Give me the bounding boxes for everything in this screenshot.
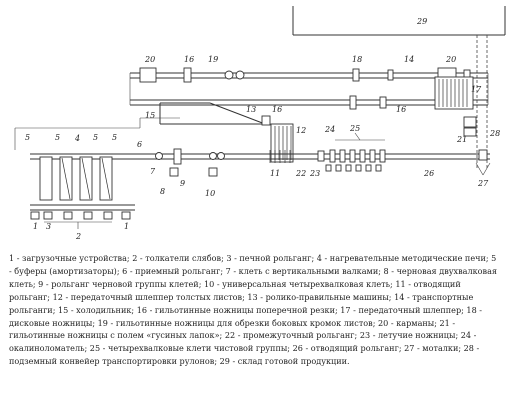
callout-10: 10 <box>205 189 215 198</box>
callout-1a: 1 <box>33 222 38 231</box>
callout-5b: 5 <box>55 133 60 142</box>
layout-outline <box>14 73 489 150</box>
callout-2: 2 <box>75 232 81 241</box>
callout-5c: 5 <box>93 133 98 142</box>
upper-transport-roller-table <box>130 67 488 83</box>
callout-20: 20 <box>144 55 155 64</box>
callout-21: 21 <box>456 135 467 144</box>
callout-3: 3 <box>46 222 51 231</box>
finishing-stands <box>317 132 386 172</box>
callout-28: 28 <box>489 129 500 138</box>
callout-8: 8 <box>160 187 165 196</box>
main-rolling-line <box>30 153 490 211</box>
callout-6: 6 <box>137 140 142 149</box>
callout-19: 19 <box>208 55 218 64</box>
callout-9: 9 <box>180 179 185 188</box>
rolling-mill-layout-diagram: 29 28 <box>14 6 506 241</box>
legend-text: 1 - загрузочные устройства; 2 - толкател… <box>9 253 498 367</box>
callout-4: 4 <box>74 134 80 143</box>
coilers <box>475 149 491 176</box>
callout-27: 27 <box>477 179 489 188</box>
callout-29: 29 <box>416 17 427 26</box>
callout-16b: 16 <box>396 105 406 114</box>
callout-20b: 20 <box>445 55 456 64</box>
goose-foot-shears <box>463 116 477 137</box>
callout-16: 16 <box>184 55 194 64</box>
callout-22: 22 <box>295 169 306 178</box>
callout-24: 24 <box>324 125 335 134</box>
underground-coil-conveyor <box>476 35 488 170</box>
callout-18: 18 <box>352 55 362 64</box>
transfer-skid-right <box>434 76 474 110</box>
callout-13: 13 <box>246 105 256 114</box>
callout-26: 26 <box>423 169 434 178</box>
callout-12: 12 <box>296 126 306 135</box>
callout-5a: 5 <box>25 133 30 142</box>
callout-1b: 1 <box>124 222 129 231</box>
callout-15: 15 <box>145 111 155 120</box>
loading-devices <box>30 211 131 229</box>
reheating-furnaces <box>39 156 113 201</box>
callout-25: 25 <box>349 124 360 133</box>
runout-roller-table-11 <box>269 150 291 163</box>
cooling-bed <box>159 102 266 125</box>
callout-16c: 16 <box>272 105 282 114</box>
callout-23: 23 <box>309 169 320 178</box>
callout-17: 17 <box>471 85 482 94</box>
roughing-stands <box>155 148 225 177</box>
callout-14: 14 <box>404 55 414 64</box>
callout-11: 11 <box>270 169 280 178</box>
callout-5d: 5 <box>112 133 117 142</box>
finished-goods-warehouse <box>292 6 506 36</box>
leveler-13 <box>261 115 271 126</box>
callout-7: 7 <box>150 167 156 176</box>
plate-transfer-skid <box>270 123 294 163</box>
